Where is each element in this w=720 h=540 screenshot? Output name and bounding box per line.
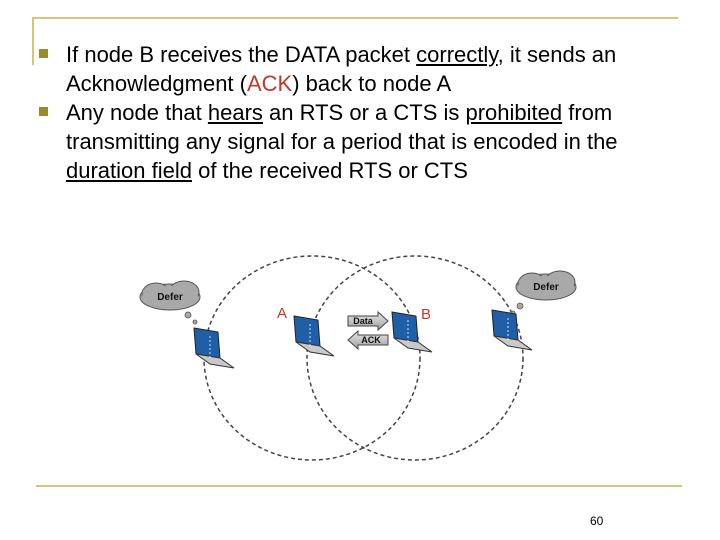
bullet-list: If node B receives the DATA packet corre… (38, 40, 678, 185)
ack-arrow-label: ACK (361, 335, 381, 345)
bullet-item-ack: If node B receives the DATA packet corre… (38, 40, 678, 98)
node-a-label: A (277, 305, 287, 322)
frame-left-rule (32, 17, 34, 65)
bullet-text: If node B receives the DATA packet corre… (66, 42, 617, 96)
ack-arrow-icon: ACK (347, 329, 389, 351)
laptop-left-icon (193, 327, 235, 369)
right-defer-cloud: Defer (510, 270, 577, 316)
data-arrow-label: Data (353, 316, 374, 326)
left-defer-label: Defer (157, 292, 183, 303)
bullet-item-defer: Any node that hears an RTS or a CTS is p… (38, 98, 678, 185)
laptop-right-icon (491, 309, 533, 351)
laptop-node-b-icon (391, 311, 433, 353)
frame-bottom-rule (36, 485, 682, 487)
page-number: 60 (590, 514, 604, 528)
bullet-square-icon (39, 107, 48, 116)
data-arrow-icon: Data (347, 310, 389, 332)
range-circle-b (306, 255, 524, 461)
right-defer-label: Defer (533, 282, 559, 293)
left-defer-cloud: Defer (139, 280, 201, 325)
frame-top-rule (32, 17, 678, 19)
laptop-node-a-icon (293, 315, 335, 357)
range-circle-a (203, 255, 421, 461)
node-b-label: B (421, 306, 431, 323)
bullet-text: Any node that hears an RTS or a CTS is p… (66, 100, 618, 183)
rts-cts-diagram: Defer Defer A B Data (139, 255, 577, 461)
bullet-square-icon (39, 49, 48, 58)
